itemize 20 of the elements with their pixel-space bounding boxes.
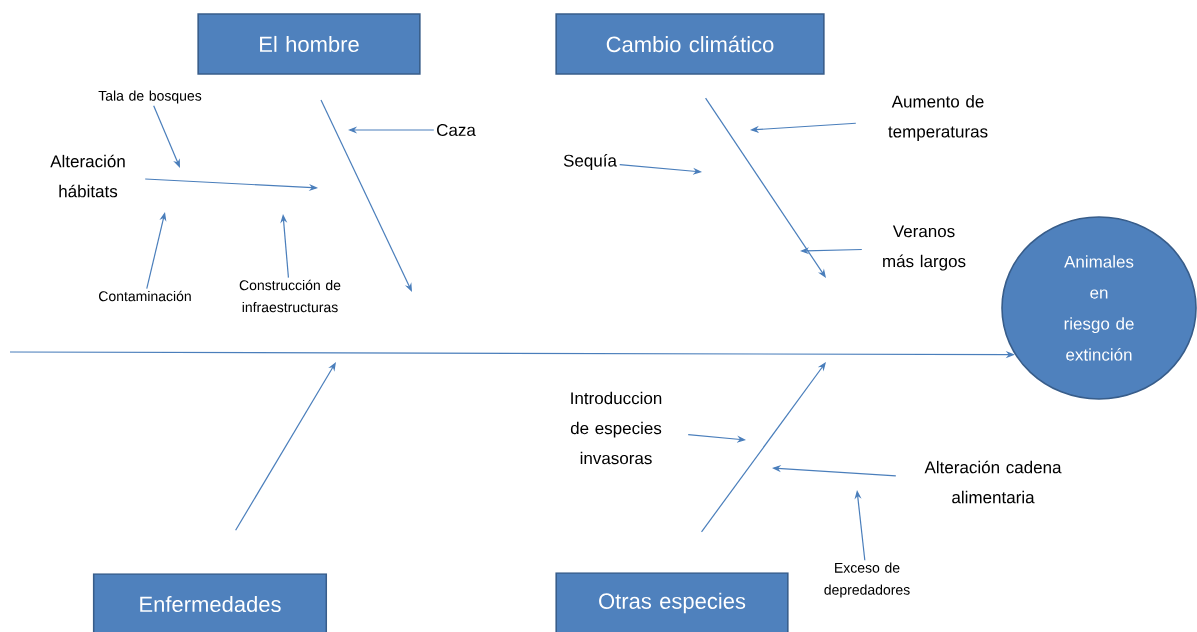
cause-label: Contaminación [99, 290, 191, 302]
cause-label: Introduccion de especies invasoras [570, 391, 662, 465]
cause-label: Construcción de infraestructuras [239, 279, 341, 313]
arrow [700, 362, 826, 533]
arrow [153, 105, 180, 168]
arrow [320, 99, 412, 292]
category-box: Enfermedades [92, 573, 328, 632]
cause-label: Exceso de depredadores [824, 562, 910, 598]
arrow [705, 97, 826, 278]
cause-label: Sequía [563, 154, 617, 171]
cause-label: Veranos más largos [883, 225, 966, 271]
cause-label: Alteración cadena alimentaria [924, 460, 1062, 504]
cause-label: Tala de bosques [98, 90, 202, 104]
cause-label: Alteración hábitats [50, 154, 125, 198]
arrow [235, 362, 336, 531]
category-box: Otras especies [555, 572, 789, 632]
cause-label: Aumento de temperaturas [888, 95, 988, 141]
cause-label: Caza [437, 124, 476, 137]
category-box: El hombre [197, 13, 421, 75]
category-box: Cambio climático [555, 13, 825, 75]
